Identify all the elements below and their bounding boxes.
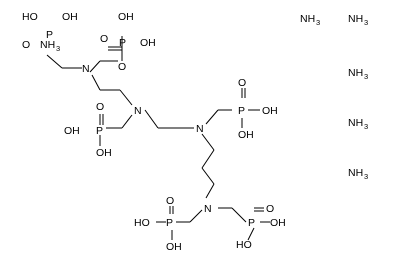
phosphonate-group-top: OH P O OH O xyxy=(100,11,156,73)
label-o-mid-double: O xyxy=(96,101,104,113)
label-n1: N xyxy=(82,63,90,75)
label-ho-bottom-right: HO xyxy=(236,239,252,251)
phosphonate-group-bottom-left: O P HO OH xyxy=(134,195,182,253)
overlap-group-top-left: HO OH P O NH 3 xyxy=(22,11,78,53)
label-oh-mid-lower: OH xyxy=(96,147,112,159)
label-nh3-2-sub: 3 xyxy=(364,18,368,27)
label-ho-bottom-left: HO xyxy=(134,217,150,229)
label-nh3-4: NH xyxy=(348,117,363,129)
label-o-top-lower: O xyxy=(118,61,126,73)
label-o-bottom-left-double: O xyxy=(166,195,174,207)
ammonia-column-1: NH 3 xyxy=(300,13,320,27)
label-oh-right: OH xyxy=(262,105,278,117)
label-nh3-5-sub: 3 xyxy=(364,172,368,181)
label-ho-overlap: HO xyxy=(22,11,38,23)
label-n4: N xyxy=(204,203,212,215)
label-o-bottom-right-double: O xyxy=(266,203,274,215)
label-nh3-3: NH xyxy=(348,67,363,79)
label-oh-mid: OH xyxy=(64,125,80,137)
phosphonate-group-right: O P OH OH xyxy=(238,77,278,141)
phosphonate-group-bottom-right: O P OH HO xyxy=(236,203,286,251)
label-p-overlap: P xyxy=(46,29,53,41)
label-n2: N xyxy=(134,105,142,117)
label-nh-overlap: NH xyxy=(40,39,55,51)
label-p-bottom-left: P xyxy=(166,217,173,229)
label-nh3-sub-overlap: 3 xyxy=(56,44,60,53)
label-p-right: P xyxy=(238,105,245,117)
label-oh-top: OH xyxy=(118,11,134,23)
label-nh3-1: NH xyxy=(300,13,315,25)
label-oh-top-right: OH xyxy=(140,37,156,49)
label-oh-bottom-right: OH xyxy=(270,217,286,229)
label-o-top-double: O xyxy=(100,33,108,45)
label-p-top: P xyxy=(119,37,126,49)
label-n3: N xyxy=(196,123,204,135)
label-oh-overlap: OH xyxy=(62,11,78,23)
label-nh3-1-sub: 3 xyxy=(316,18,320,27)
label-nh3-2: NH xyxy=(348,13,363,25)
label-o-overlap: O xyxy=(22,39,30,51)
ammonia-column-2: NH 3 NH 3 NH 3 NH 3 xyxy=(348,13,368,181)
label-oh-bottom-left: OH xyxy=(166,241,182,253)
label-p-bottom-right: P xyxy=(248,217,255,229)
label-oh-right-lower: OH xyxy=(238,129,254,141)
phosphonate-group-middle-left: P OH O OH xyxy=(64,101,112,159)
label-p-mid: P xyxy=(96,125,103,137)
label-nh3-3-sub: 3 xyxy=(364,72,368,81)
bond-lines xyxy=(46,36,270,241)
label-nh3-5: NH xyxy=(348,167,363,179)
label-nh3-4-sub: 3 xyxy=(364,122,368,131)
label-o-right-double: O xyxy=(238,77,246,89)
